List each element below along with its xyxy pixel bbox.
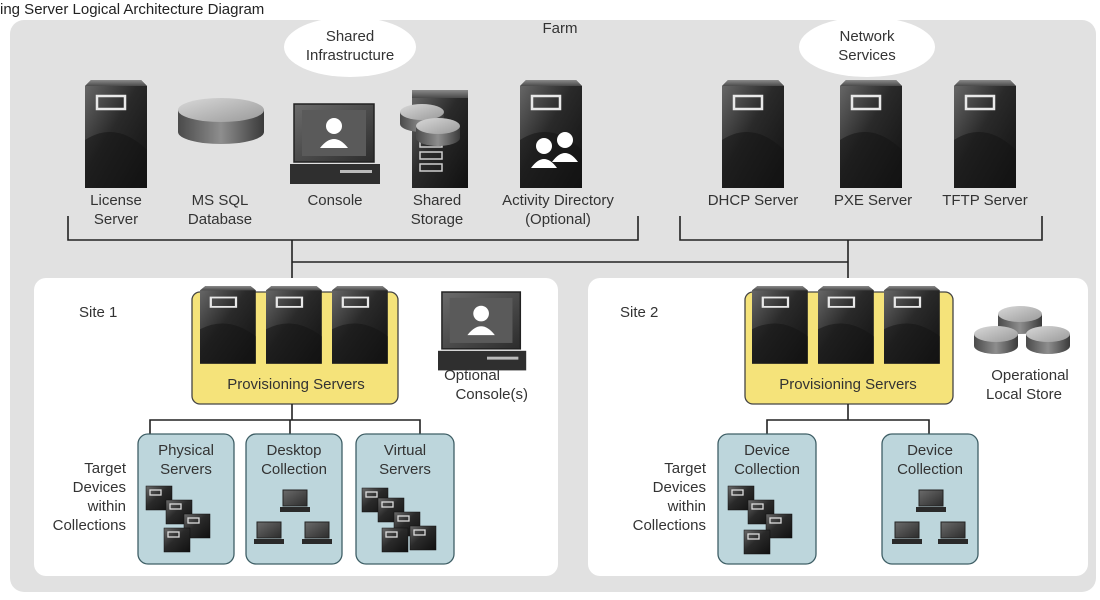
site2-provisioning-servers-icon [750,284,941,365]
desktop-collection: Desktop Collection [245,433,343,565]
shared-infrastructure-oval [284,17,416,77]
optional-console-icon [437,291,527,372]
pxe-server-icon [838,78,904,190]
tftp-label: TFTP Server [942,192,1028,209]
site1-connectors [149,404,421,434]
console-label: Console [307,192,362,209]
activity-directory-label-1: Activity Directory [502,192,614,209]
site2-provisioning-label: Provisioning Servers [779,376,917,393]
mssql-database-icon [178,98,264,144]
svg-text:Desktop: Desktop [266,442,321,459]
site2-target-label-2: Devices [653,479,706,496]
optional-console-label-2: Console(s) [455,386,528,403]
physical-servers-collection: Physical Servers [137,433,235,565]
local-store-label-2: Local Store [986,386,1062,403]
farm-label: Farm [543,20,578,37]
mssql-label-2: Database [188,211,252,228]
site1-target-label-4: Collections [53,517,126,534]
svg-text:Collection: Collection [734,461,800,478]
shared-infrastructure-line2: Infrastructure [306,47,394,64]
svg-text:Device: Device [907,442,953,459]
site1-title: Site 1 [79,304,117,321]
tftp-server-icon [952,78,1018,190]
network-services-line2: Services [838,47,896,64]
pxe-label: PXE Server [834,192,912,209]
local-store-label-1: Operational [991,367,1069,384]
svg-text:Servers: Servers [379,461,431,478]
site2-device-collection-desktops: Device Collection [881,433,979,565]
license-server-label-2: Server [94,211,138,228]
mssql-label-1: MS SQL [192,192,249,209]
license-server-icon [83,78,149,190]
site1-target-label-1: Target [84,460,127,477]
network-services-oval [799,17,935,77]
svg-text:Servers: Servers [160,461,212,478]
site1-target-label-3: within [87,498,126,515]
shared-storage-icon [400,90,468,188]
site2-device-collection-servers: Device Collection [717,433,817,565]
dhcp-label: DHCP Server [708,192,799,209]
network-services-line1: Network [839,28,895,45]
site1-target-label-2: Devices [73,479,126,496]
svg-text:Collection: Collection [897,461,963,478]
svg-text:Virtual: Virtual [384,442,426,459]
site2-connectors [766,404,930,434]
activity-directory-icon [518,78,584,190]
diagram-header: ing Server Logical Architecture Diagram [0,1,264,18]
shared-infrastructure-line1: Shared [326,28,374,45]
console-icon [289,103,381,185]
dhcp-server-icon [720,78,786,190]
svg-text:Physical: Physical [158,442,214,459]
site2-target-label-1: Target [664,460,707,477]
activity-directory-label-2: (Optional) [525,211,591,228]
site2-title: Site 2 [620,304,658,321]
site1-provisioning-label: Provisioning Servers [227,376,365,393]
svg-text:Collection: Collection [261,461,327,478]
optional-console-label-1: Optional [444,367,500,384]
site2-target-label-3: within [667,498,706,515]
site2-target-label-4: Collections [633,517,706,534]
site1-provisioning-servers-icon [198,284,389,365]
license-server-label-1: License [90,192,142,209]
virtual-servers-collection: Virtual Servers [355,433,455,565]
svg-text:Device: Device [744,442,790,459]
shared-storage-label-1: Shared [413,192,461,209]
shared-storage-label-2: Storage [411,211,464,228]
